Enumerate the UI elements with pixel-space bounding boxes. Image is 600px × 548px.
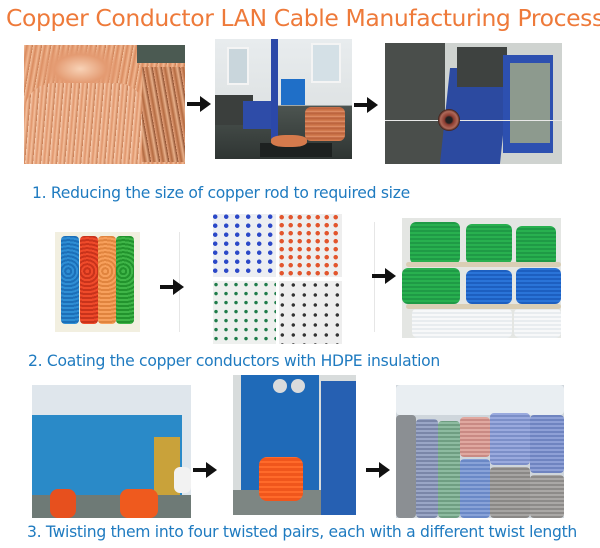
right-arrow-icon (187, 95, 211, 113)
granules-green-photo (213, 281, 276, 344)
right-arrow-icon (366, 461, 390, 479)
twisting-machine-reel-photo (233, 375, 356, 515)
hdpe-pellets-photo (55, 232, 145, 332)
step-1-caption: 1. Reducing the size of copper rod to re… (32, 184, 410, 202)
copper-coils-photo (24, 45, 185, 164)
rod-drawing-machine-photo (215, 39, 352, 159)
pair-twisting-machine-photo (32, 385, 191, 518)
wire-drawing-closeup-photo (385, 43, 562, 164)
step-2-caption: 2. Coating the copper conductors with HD… (28, 352, 440, 370)
right-arrow-icon (354, 96, 378, 114)
image-border (345, 222, 375, 332)
step-3-caption: 3. Twisting them into four twisted pairs… (27, 523, 577, 541)
granules-red-photo (279, 214, 342, 277)
granules-black-photo (279, 281, 342, 344)
insulated-spools-photo (402, 218, 561, 338)
granules-blue-photo (213, 214, 276, 277)
right-arrow-icon (372, 267, 396, 285)
twisted-pair-spools-photo (396, 385, 564, 518)
right-arrow-icon (193, 461, 217, 479)
page-title: Copper Conductor LAN Cable Manufacturing… (6, 4, 600, 32)
right-arrow-icon (160, 278, 184, 296)
